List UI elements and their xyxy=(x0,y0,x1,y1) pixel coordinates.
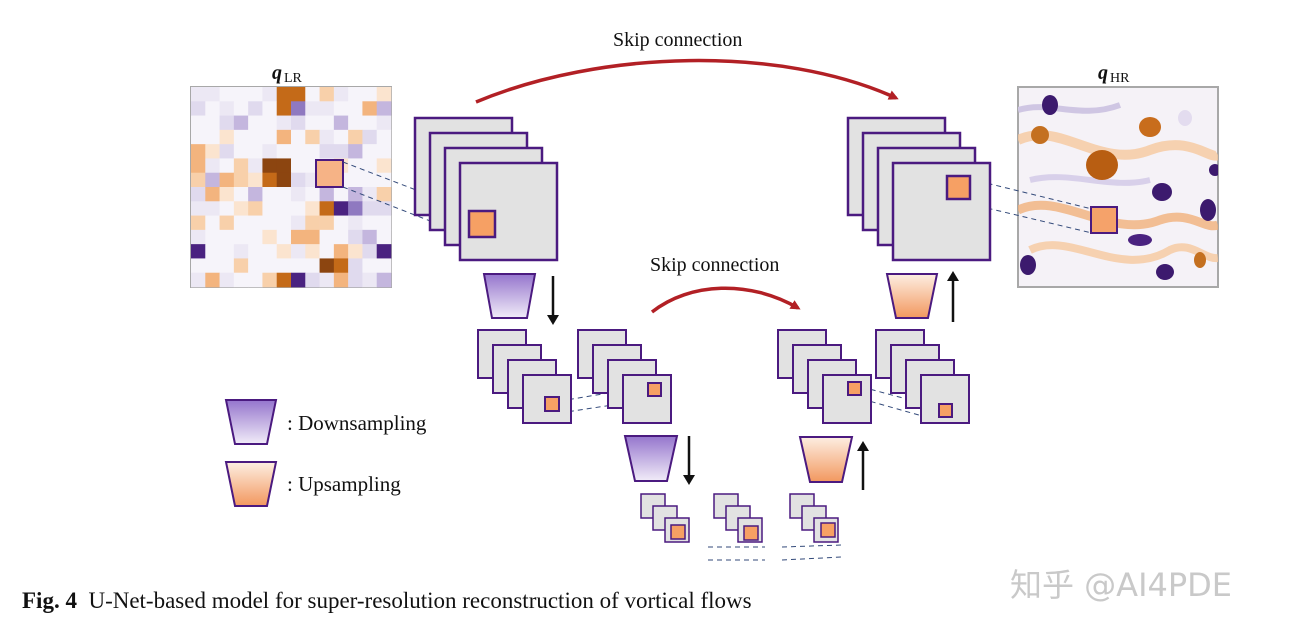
feature-patch-highlight xyxy=(938,403,953,418)
feature-map-stack xyxy=(777,329,872,424)
feature-map-stack xyxy=(413,116,559,262)
feature-map-stack xyxy=(713,493,763,543)
legend-upsampling-icon xyxy=(224,461,278,507)
legend-downsampling-icon xyxy=(224,399,278,445)
feature-map xyxy=(920,374,970,424)
feature-patch-highlight xyxy=(544,396,560,412)
downsampling-trapezoid-icon xyxy=(623,435,679,482)
skip-connection-label-top: Skip connection xyxy=(613,29,742,51)
curved-red-arrow-icon xyxy=(650,286,801,314)
feature-map xyxy=(458,161,559,262)
feature-patch-highlight xyxy=(820,522,836,538)
feature-patch-highlight xyxy=(670,524,686,540)
legend-upsampling-label: : Upsampling xyxy=(287,472,401,496)
output-field-subscript: HR xyxy=(1110,71,1130,86)
input-field-subscript: LR xyxy=(284,71,303,86)
skip-connection-label-middle: Skip connection xyxy=(650,254,779,276)
feature-map xyxy=(891,161,992,262)
feature-patch-highlight xyxy=(467,209,497,239)
figure-caption-text: U-Net-based model for super-resolution r… xyxy=(88,588,752,613)
output-field-symbol: q xyxy=(1098,62,1108,84)
upsampling-trapezoid-icon xyxy=(798,436,854,483)
input-field-symbol: q xyxy=(272,62,282,84)
lr-patch-highlight xyxy=(315,159,344,188)
feature-patch-highlight xyxy=(847,381,862,396)
feature-map-stack xyxy=(875,329,970,424)
feature-patch-highlight xyxy=(945,174,972,201)
low-resolution-input-field xyxy=(190,86,392,288)
figure-caption: Fig. 4 U-Net-based model for super-resol… xyxy=(22,588,752,614)
feature-map-stack xyxy=(846,116,992,262)
figure-number: Fig. 4 xyxy=(22,588,77,613)
upsampling-trapezoid-icon xyxy=(885,273,939,319)
feature-map-stack xyxy=(640,493,690,543)
feature-map-stacks xyxy=(413,116,992,543)
legend-downsampling-label: : Downsampling xyxy=(287,411,427,435)
downsampling-trapezoid-icon xyxy=(482,273,537,319)
feature-map-stack xyxy=(477,329,572,424)
feature-map-stack xyxy=(577,329,672,424)
curved-red-arrow-icon xyxy=(475,58,899,104)
feature-patch-highlight xyxy=(647,382,662,397)
feature-map-stack xyxy=(789,493,839,543)
feature-patch-highlight xyxy=(743,525,759,541)
watermark: 知乎 @AI4PDE xyxy=(1010,566,1233,604)
hr-patch-highlight xyxy=(1090,206,1118,234)
high-resolution-output-field xyxy=(1017,86,1219,288)
